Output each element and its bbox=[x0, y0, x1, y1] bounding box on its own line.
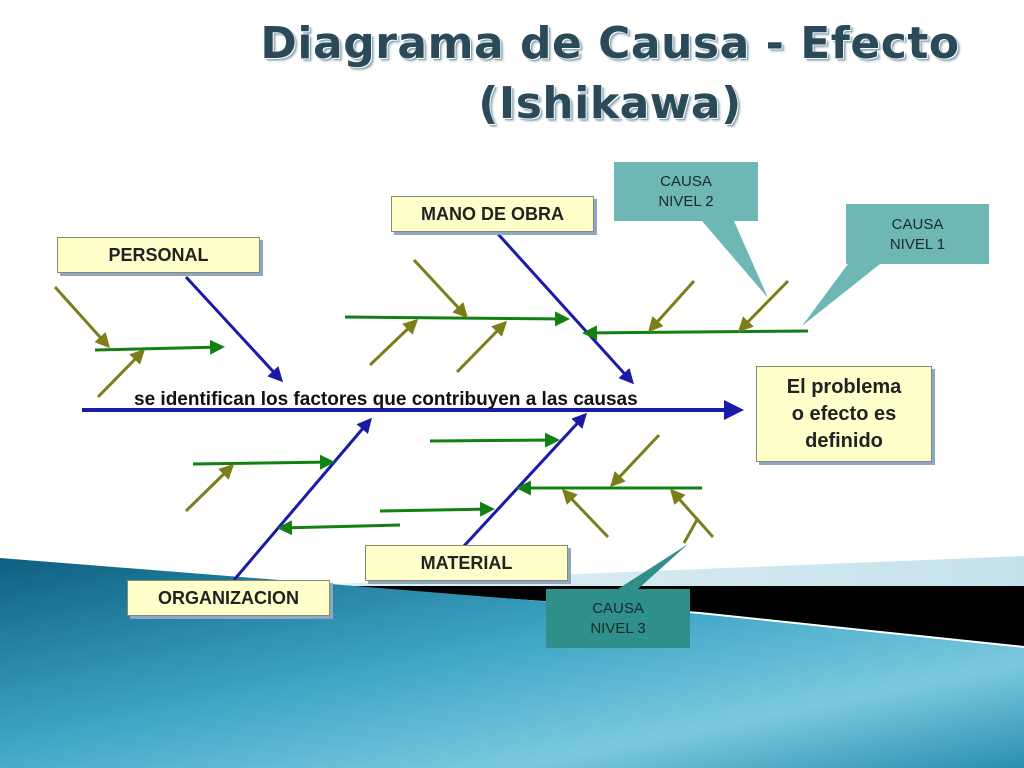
green-arrow bbox=[344, 311, 570, 327]
olive-arrow bbox=[682, 517, 700, 544]
effect-line-2: o efecto es bbox=[791, 402, 897, 425]
olive-arrow bbox=[53, 285, 111, 349]
green-arrow bbox=[582, 325, 809, 341]
olive-arrow bbox=[670, 488, 715, 538]
cause-label-personal: PERSONAL bbox=[57, 237, 260, 273]
spine-label: se identifican los factores que contribu… bbox=[134, 389, 638, 410]
black-band bbox=[330, 586, 1024, 646]
callout-nivel3-shape bbox=[546, 544, 690, 648]
callout-nivel1-line2: NIVEL 1 bbox=[889, 236, 946, 253]
callout-nivel1: CAUSA NIVEL 1 bbox=[846, 215, 989, 255]
effect-line-1: El problema bbox=[786, 375, 902, 398]
green-arrow bbox=[429, 432, 560, 448]
olive-arrow bbox=[609, 433, 661, 488]
effect-box: El problema o efecto es definido bbox=[756, 366, 932, 462]
title-line-1: Diagrama de Causa - Efecto bbox=[260, 18, 960, 69]
olive-arrow bbox=[737, 279, 790, 333]
callout-nivel3-line1: CAUSA bbox=[592, 600, 644, 617]
green-arrow bbox=[94, 339, 225, 355]
callout-nivel2-shape bbox=[614, 162, 768, 298]
green-arrow bbox=[277, 520, 401, 536]
olive-arrow bbox=[184, 463, 235, 513]
callout-nivel2-line2: NIVEL 2 bbox=[658, 193, 714, 210]
olive-arrow bbox=[412, 258, 469, 319]
callout-nivel2: CAUSA NIVEL 2 bbox=[614, 172, 758, 212]
effect-line-3: definido bbox=[805, 429, 883, 452]
bone-organizacion bbox=[232, 417, 372, 581]
bone-personal bbox=[184, 275, 284, 383]
olive-arrow bbox=[368, 318, 419, 367]
olive-arrow bbox=[561, 488, 610, 539]
callout-nivel1-line1: CAUSA bbox=[891, 216, 944, 233]
light-band bbox=[330, 556, 1024, 590]
olive-arrow bbox=[647, 279, 696, 333]
callout-nivel3: CAUSA NIVEL 3 bbox=[546, 599, 690, 639]
title-line-2: (Ishikawa) bbox=[478, 78, 742, 129]
callout-nivel1-shape bbox=[802, 204, 989, 326]
bone-material bbox=[462, 412, 588, 548]
cause-label-material: MATERIAL bbox=[365, 545, 568, 581]
callout-nivel2-line1: CAUSA bbox=[660, 173, 712, 190]
olive-arrow bbox=[96, 348, 146, 399]
callout-nivel3-line2: NIVEL 3 bbox=[590, 620, 646, 637]
olive-arrow bbox=[455, 320, 508, 374]
green-arrow bbox=[379, 501, 495, 517]
cause-label-organizacion: ORGANIZACION bbox=[127, 580, 330, 616]
bone-mano-de-obra bbox=[496, 232, 635, 385]
cause-label-mano-de-obra: MANO DE OBRA bbox=[391, 196, 594, 232]
green-arrow bbox=[192, 454, 335, 470]
